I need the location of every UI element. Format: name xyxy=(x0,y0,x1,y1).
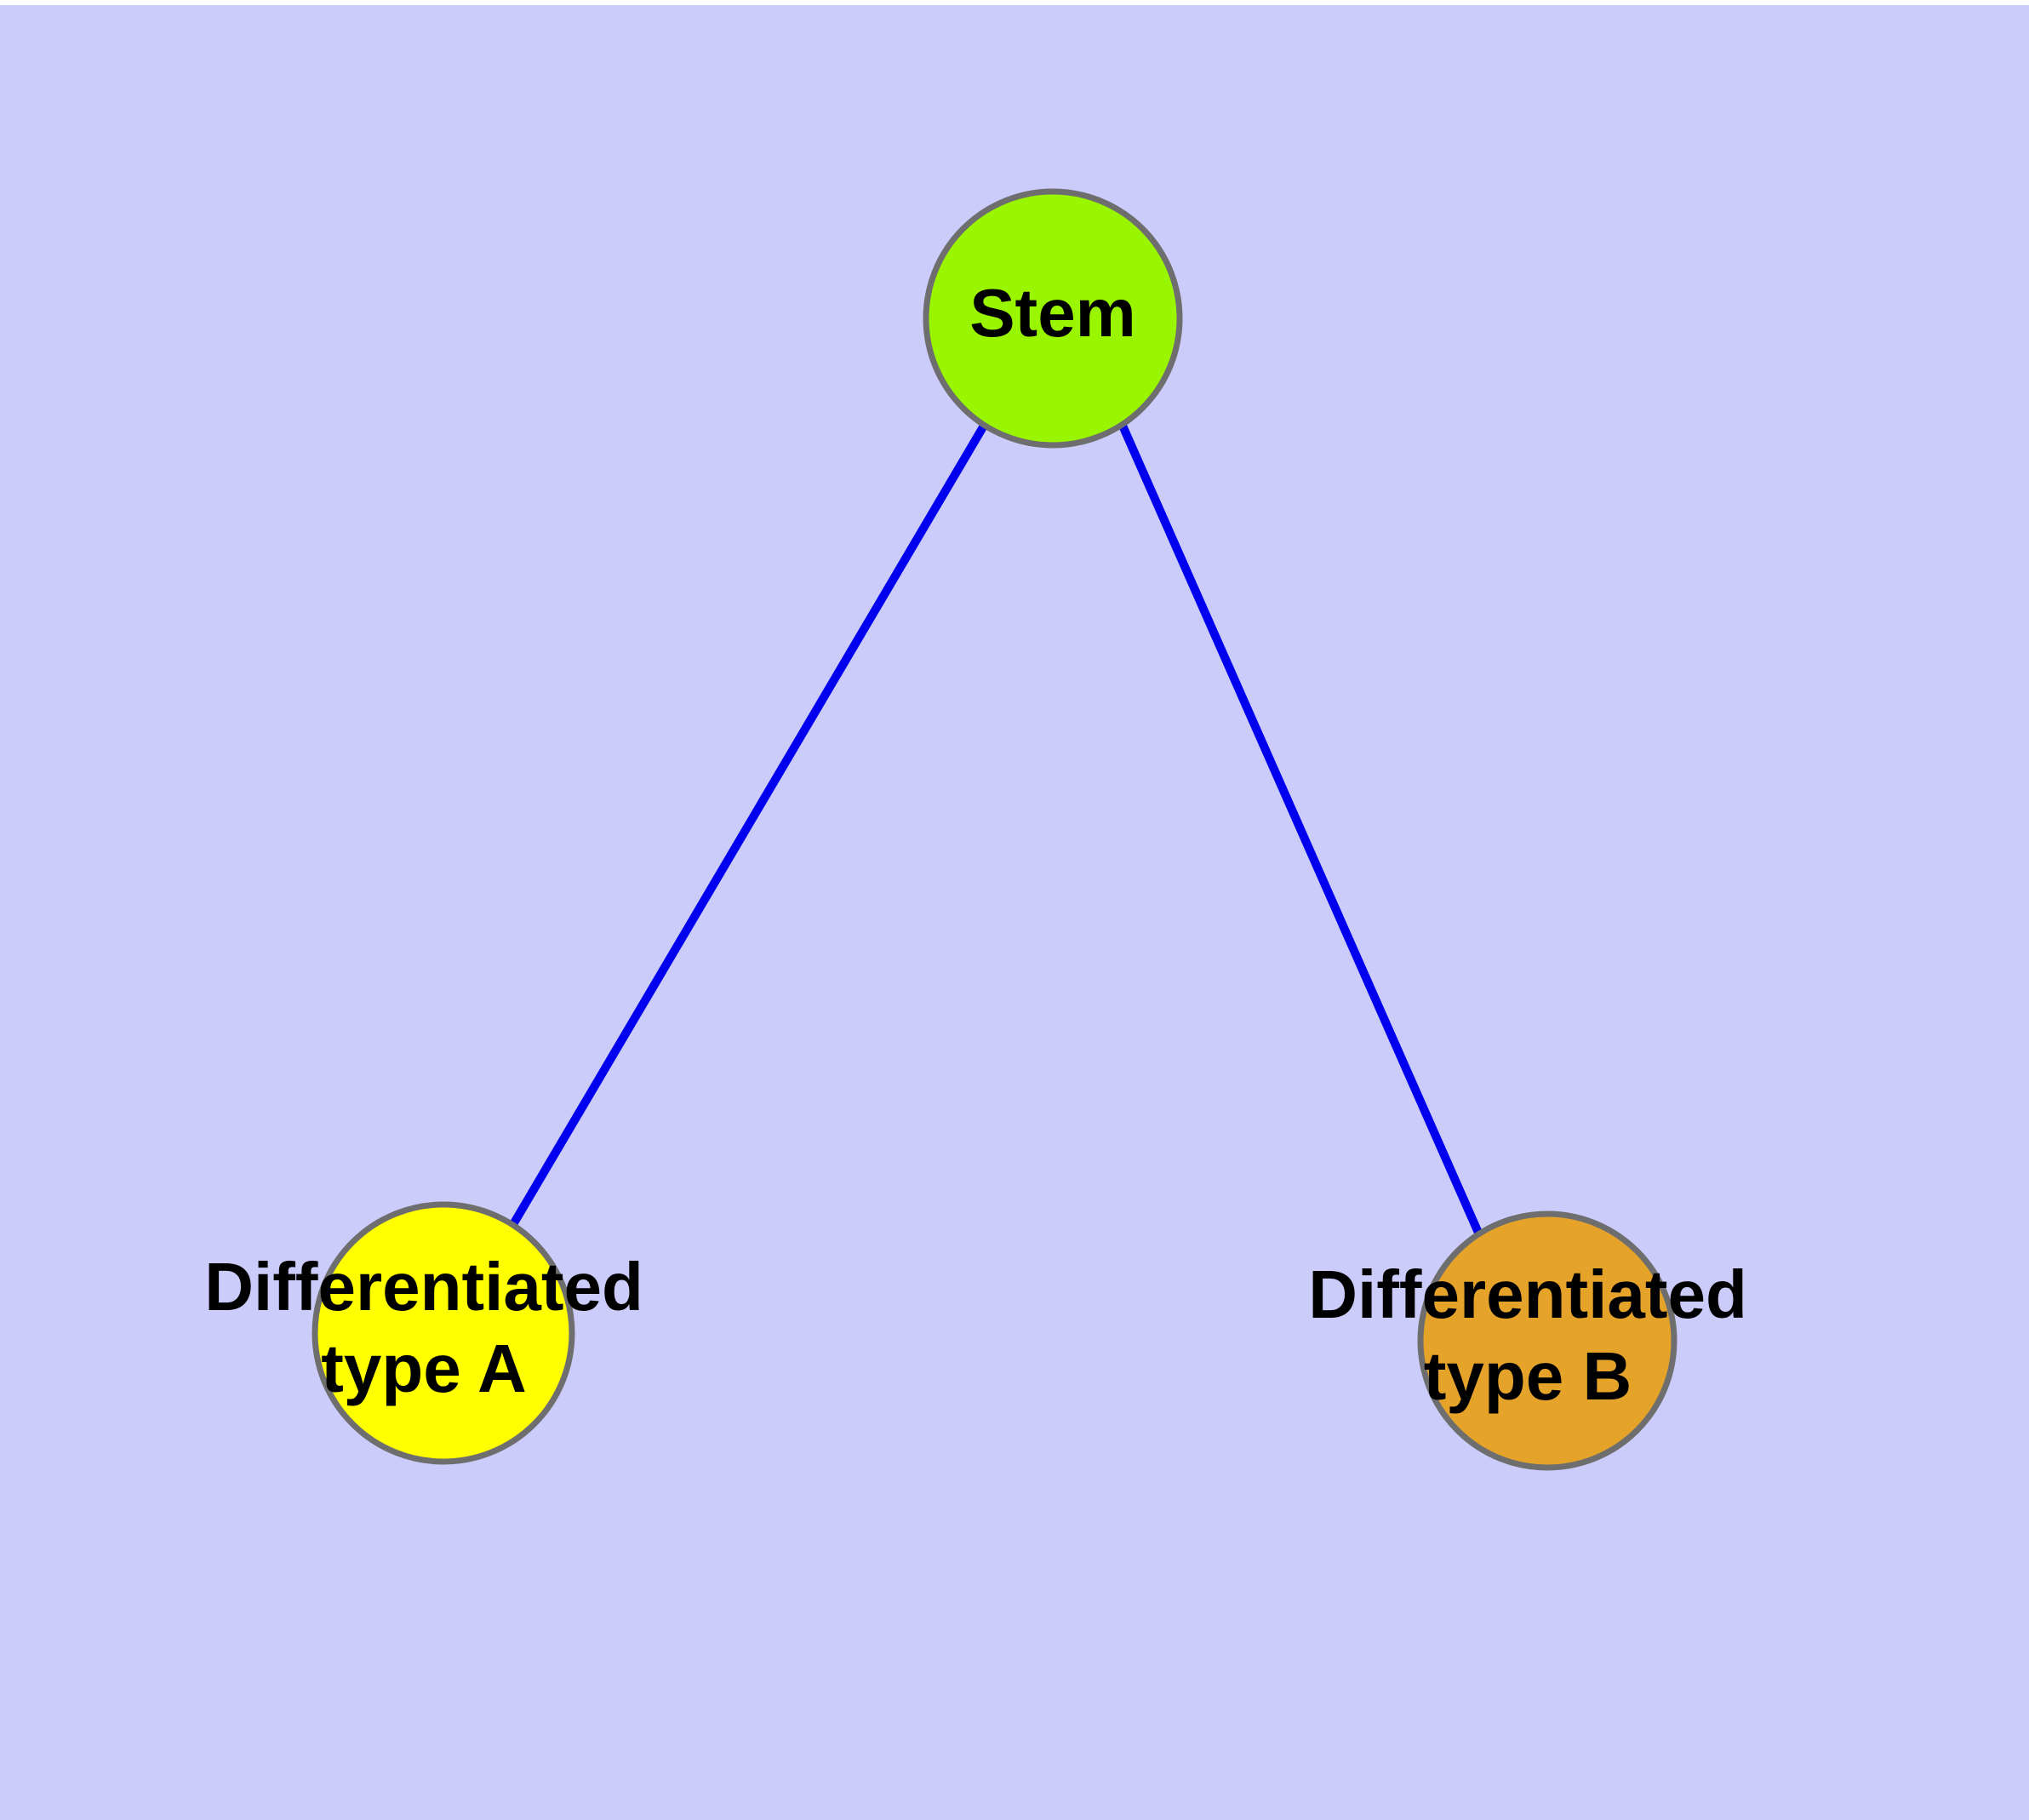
graph-edge-stem-to-diff-b[interactable] xyxy=(1118,423,1483,1235)
node-label-line: type B xyxy=(1424,1338,1632,1414)
graph-node-diff-a[interactable] xyxy=(311,1201,575,1465)
node-label-line: type A xyxy=(321,1331,527,1406)
graph-edge-stem-to-diff-a[interactable] xyxy=(508,423,988,1228)
graph-node-stem[interactable] xyxy=(923,188,1183,449)
nodes-layer xyxy=(311,188,1677,1471)
node-label-line: Differentiated xyxy=(1308,1256,1747,1332)
node-label-stem: Stem xyxy=(969,275,1136,351)
node-label-line: Stem xyxy=(969,275,1136,351)
node-label-line: Differentiated xyxy=(204,1249,643,1325)
graph-node-diff-b[interactable] xyxy=(1417,1210,1677,1471)
edges-layer xyxy=(508,423,1483,1235)
